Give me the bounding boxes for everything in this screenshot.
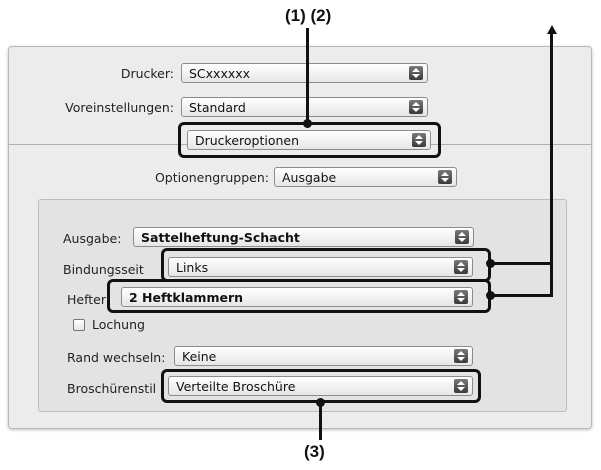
presets-label: Voreinstellungen: (65, 100, 174, 115)
presets-select[interactable]: Standard (181, 97, 428, 117)
chevron-updown-icon (409, 66, 423, 80)
panel-select-value: Druckeroptionen (195, 132, 300, 148)
output-select-value: Sattelheftung-Schacht (141, 229, 300, 245)
panel-select[interactable]: Druckeroptionen (187, 130, 431, 150)
punch-checkbox[interactable] (73, 319, 85, 331)
callout-dot-binding (486, 259, 495, 268)
printer-label: Drucker: (120, 66, 174, 81)
callout-line-right (550, 32, 553, 297)
option-groups-select[interactable]: Ausgabe (274, 167, 457, 187)
output-select[interactable]: Sattelheftung-Schacht (133, 227, 474, 247)
stapler-label: Hefter (67, 292, 107, 307)
booklet-style-label: Broschürenstil (67, 381, 157, 396)
booklet-style-select[interactable]: Verteilte Broschüre (168, 376, 473, 396)
punch-label: Lochung (92, 317, 145, 332)
callout-arrowhead (547, 25, 557, 34)
chevron-updown-icon (454, 290, 468, 304)
binding-edge-select[interactable]: Links (168, 257, 473, 277)
callout-1-2: (1) (2) (285, 6, 332, 25)
callout-line-stapler (491, 294, 553, 297)
stapler-select-value: 2 Heftklammern (129, 289, 244, 305)
highlight-binding-edge (161, 248, 491, 282)
presets-select-value: Standard (189, 99, 246, 115)
callout-line-3 (319, 403, 322, 440)
callout-3: (3) (304, 442, 325, 461)
callout-line-binding (491, 262, 553, 265)
chevron-updown-icon (409, 100, 423, 114)
margin-shift-select-value: Keine (182, 348, 217, 364)
highlight-stapler (107, 279, 491, 313)
stapler-select[interactable]: 2 Heftklammern (121, 287, 473, 307)
callout-dot-stapler (486, 291, 495, 300)
margin-shift-select[interactable]: Keine (174, 346, 473, 366)
option-groups-label: Optionengruppen: (154, 170, 269, 185)
callout-line-1-2 (306, 28, 309, 124)
chevron-updown-icon (455, 230, 469, 244)
chevron-updown-icon (454, 379, 468, 393)
output-label: Ausgabe: (63, 231, 122, 246)
chevron-updown-icon (454, 260, 468, 274)
printer-select-value: SCxxxxxx (189, 65, 251, 81)
booklet-style-select-value: Verteilte Broschüre (176, 378, 296, 394)
margin-shift-label: Rand wechseln: (67, 350, 166, 365)
callout-dot-3 (316, 398, 325, 407)
chevron-updown-icon (438, 170, 452, 184)
binding-edge-label: Bindungsseit (63, 262, 144, 277)
callout-dot-1-2 (303, 119, 312, 128)
chevron-updown-icon (412, 133, 426, 147)
chevron-updown-icon (454, 349, 468, 363)
option-groups-select-value: Ausgabe (282, 169, 337, 185)
printer-select[interactable]: SCxxxxxx (181, 63, 428, 83)
binding-edge-select-value: Links (176, 259, 209, 275)
